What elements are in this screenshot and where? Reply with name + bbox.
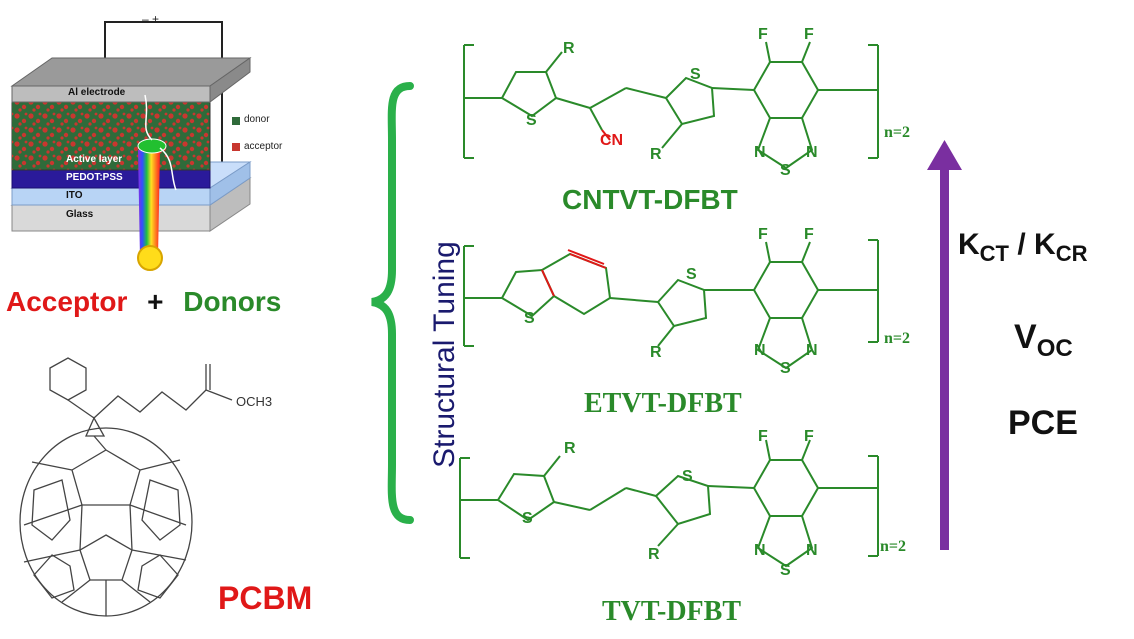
atom-n-1a: N [754, 144, 766, 161]
atom-cn-1: CN [600, 132, 624, 149]
voc-label: VOC [1014, 318, 1073, 363]
plus-sign: + [147, 286, 164, 317]
tuning-brace [371, 82, 414, 524]
pcbm-structure [19, 357, 233, 617]
atom-f-2a: F [758, 226, 768, 243]
kct-slash: / [1009, 228, 1035, 261]
atom-f-3b: F [804, 428, 814, 445]
molecule-name-3: TVT-DFBT [602, 596, 742, 627]
acceptor-label: Acceptor [6, 286, 128, 317]
atom-s-1a: S [526, 112, 537, 129]
kct-sub: CT [979, 241, 1009, 266]
atom-s-2c: S [780, 360, 791, 377]
atom-s-1b: S [690, 66, 701, 83]
layer-glass: Glass [66, 209, 94, 220]
atom-n-2a: N [754, 342, 766, 359]
atom-n-3a: N [754, 542, 766, 559]
repeat-n-1: n=2 [884, 124, 911, 141]
atom-f-2b: F [804, 226, 814, 243]
atom-r-1b: R [650, 146, 662, 163]
device-schematic [10, 21, 252, 271]
atom-s-3c: S [780, 562, 791, 579]
acceptor-donor-line: Acceptor + Donors [6, 286, 281, 318]
legend-acceptor: acceptor [244, 141, 283, 152]
atom-s-3a: S [522, 510, 533, 527]
atom-f-1a: F [758, 26, 768, 43]
atom-s-1c: S [780, 162, 791, 179]
molecule-structures [459, 41, 879, 568]
legend-donor: donor [244, 114, 270, 125]
layer-active: Active layer [66, 154, 123, 165]
atom-n-3b: N [806, 542, 818, 559]
atom-s-2b: S [686, 266, 697, 283]
kct-k: K [958, 228, 980, 261]
atom-n-2b: N [806, 342, 818, 359]
voc-v: V [1014, 318, 1037, 356]
atom-f-1b: F [804, 26, 814, 43]
kcr-k: K [1034, 228, 1056, 261]
layer-pedot: PEDOT:PSS [66, 172, 123, 183]
och3-label: OCH3 [236, 394, 273, 409]
improvement-arrow [927, 140, 962, 550]
molecule-name-1: CNTVT-DFBT [562, 184, 738, 215]
battery-label: – + [142, 12, 160, 26]
voc-sub: OC [1036, 334, 1073, 362]
pcbm-label: PCBM [218, 580, 313, 616]
kcr-sub: CR [1055, 241, 1088, 266]
atom-r-1a: R [563, 40, 575, 57]
atom-n-1b: N [806, 144, 818, 161]
repeat-n-3: n=2 [880, 538, 907, 555]
molecule-name-2: ETVT-DFBT [584, 388, 742, 419]
atom-s-2a: S [524, 310, 535, 327]
donors-label: Donors [183, 286, 282, 317]
repeat-n-2: n=2 [884, 330, 911, 347]
atom-s-3b: S [682, 468, 693, 485]
atom-f-3a: F [758, 428, 768, 445]
pce-label: PCE [1008, 404, 1078, 442]
kct-kcr-label: KCT / KCR [958, 228, 1087, 267]
atom-r-2: R [650, 344, 662, 361]
atom-r-3a: R [564, 440, 576, 457]
layer-al-electrode: Al electrode [68, 87, 126, 98]
atom-r-3b: R [648, 546, 660, 563]
layer-ito: ITO [66, 190, 83, 201]
